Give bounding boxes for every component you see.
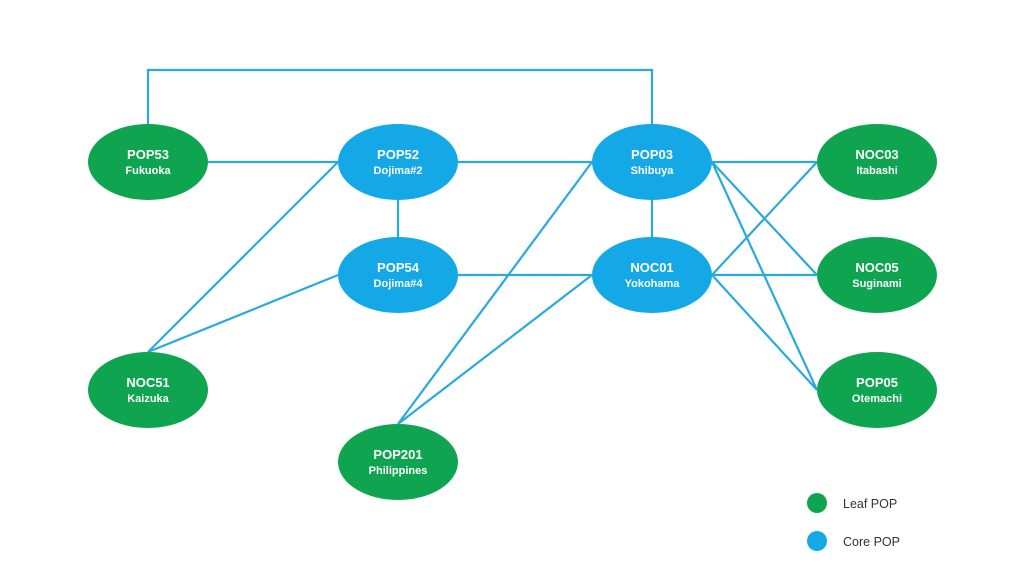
node-name: POP05	[856, 375, 898, 390]
legend: Leaf POP Core POP	[807, 493, 900, 551]
node-name: NOC51	[126, 375, 169, 390]
node-name: NOC03	[855, 147, 898, 162]
leaf-pop-ellipse	[88, 124, 208, 200]
link-noc01-pop05	[711, 274, 818, 391]
node-site: Suginami	[852, 278, 902, 290]
link-noc01-noc03	[711, 161, 818, 276]
links-layer	[146, 68, 818, 425]
node-site: Dojima#2	[374, 165, 423, 177]
node-name: NOC01	[630, 260, 673, 275]
core-pop-ellipse	[338, 237, 458, 313]
legend-leaf-label: Leaf POP	[843, 497, 897, 511]
core-pop-ellipse	[592, 124, 712, 200]
node-name: POP53	[127, 147, 169, 162]
node-name: POP03	[631, 147, 673, 162]
core-pop-ellipse	[338, 124, 458, 200]
node-site: Otemachi	[852, 393, 902, 405]
link-pop54-noc51	[147, 273, 339, 354]
leaf-pop-ellipse	[817, 237, 937, 313]
node-site: Dojima#4	[374, 278, 424, 290]
node-site: Philippines	[369, 465, 428, 477]
node-name: POP54	[377, 260, 420, 275]
legend-core-swatch	[807, 531, 827, 551]
nodes-layer: POP53FukuokaPOP52Dojima#2POP03ShibuyaNOC…	[88, 124, 937, 500]
leaf-pop-ellipse	[817, 352, 937, 428]
core-pop-ellipse	[592, 237, 712, 313]
link-pop52-noc51	[147, 161, 339, 353]
link-pop53-pop03	[146, 68, 654, 124]
node-name: POP201	[373, 447, 422, 462]
leaf-pop-ellipse	[338, 424, 458, 500]
node-site: Kaizuka	[127, 393, 169, 405]
node-name: NOC05	[855, 260, 898, 275]
node-name: POP52	[377, 147, 419, 162]
leaf-pop-ellipse	[88, 352, 208, 428]
legend-leaf-swatch	[807, 493, 827, 513]
node-site: Itabashi	[856, 165, 898, 177]
link-noc01-pop201	[397, 274, 593, 425]
legend-core-label: Core POP	[843, 535, 900, 549]
node-site: Yokohama	[625, 278, 681, 290]
node-site: Shibuya	[631, 165, 675, 177]
link-pop03-pop201	[397, 161, 593, 425]
node-site: Fukuoka	[125, 165, 171, 177]
leaf-pop-ellipse	[817, 124, 937, 200]
